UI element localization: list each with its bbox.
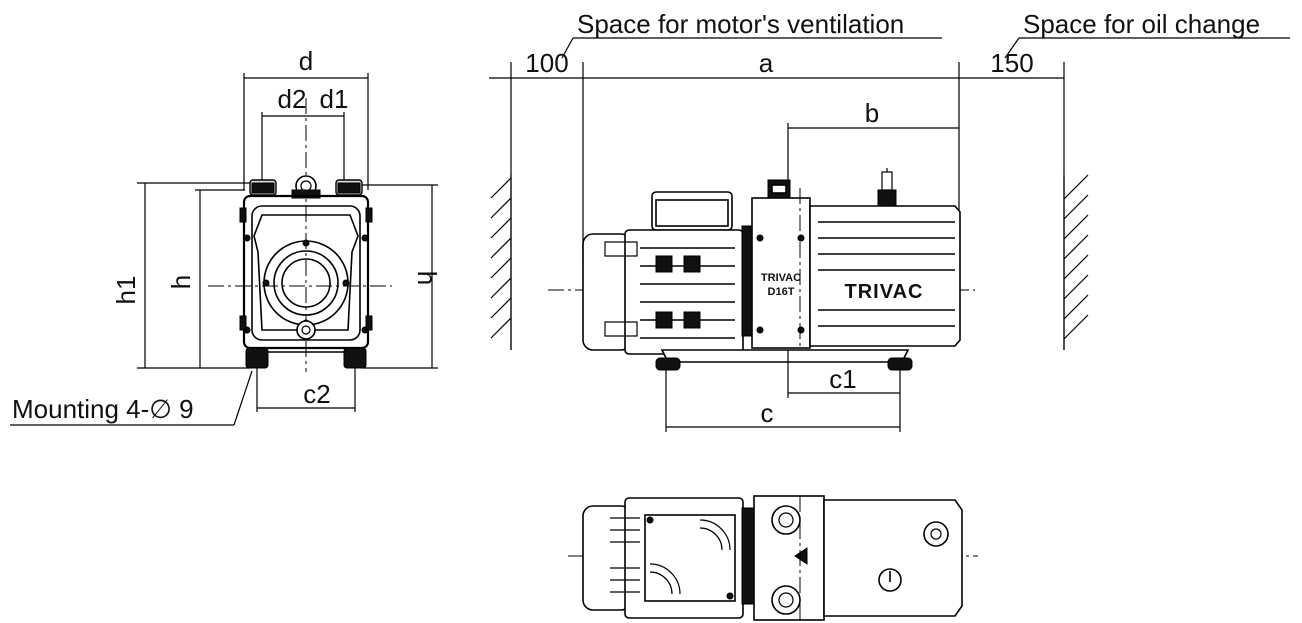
plate-line2: D16T [768, 286, 795, 298]
plate-line1: TRIVAC [761, 272, 801, 284]
mounting-label: Mounting 4-∅ 9 [12, 394, 194, 424]
dim-c-label: c [761, 398, 774, 428]
dim-h-right-label: h [412, 271, 442, 285]
left-wall-hatch [490, 175, 512, 350]
dim-d2-label: d2 [278, 84, 307, 114]
dim-150-label: 150 [990, 48, 1033, 78]
motor-ventilation-note: Space for motor's ventilation [561, 9, 942, 59]
dim-b-label: b [865, 98, 879, 128]
dim-d-label: d [299, 46, 313, 76]
dim-c1-label: c1 [829, 364, 856, 394]
right-wall-hatch [1063, 174, 1089, 350]
side-view: 100 a 150 b [489, 48, 1089, 432]
dim-d1-label: d1 [320, 84, 349, 114]
dim-h-left-label: h [166, 275, 196, 289]
dim-100-label: 100 [525, 48, 568, 78]
oil-change-note: Space for oil change [1004, 9, 1290, 59]
dim-h1-label: h1 [111, 276, 141, 305]
brand-label: TRIVAC [845, 281, 924, 303]
oil-change-label: Space for oil change [1023, 9, 1260, 39]
motor-ventilation-label: Space for motor's ventilation [577, 9, 904, 39]
front-view: d d2 d1 h1 h h [10, 46, 442, 426]
dim-c2-label: c2 [303, 379, 330, 409]
dim-a-label: a [759, 48, 774, 78]
top-view [568, 495, 978, 621]
